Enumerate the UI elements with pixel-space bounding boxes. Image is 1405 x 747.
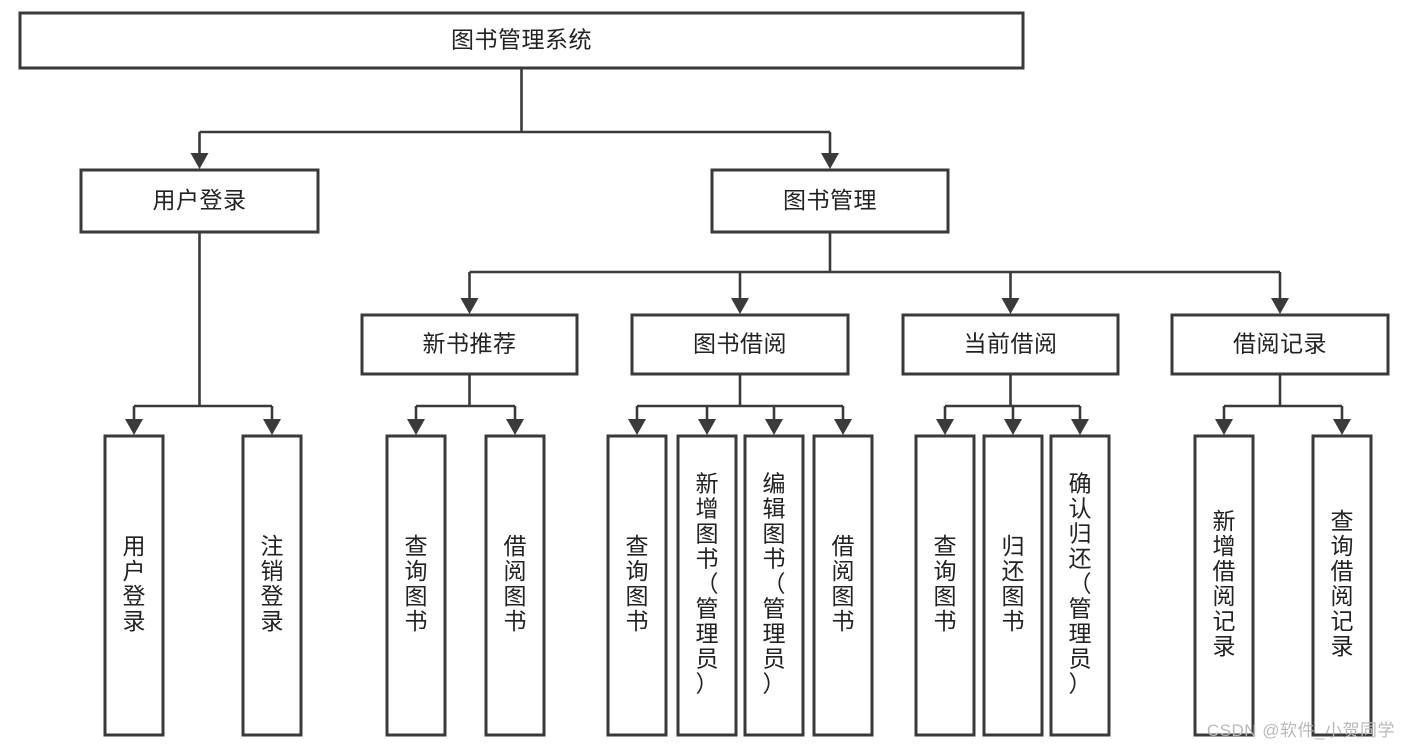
node-box[interactable] bbox=[676, 434, 738, 737]
node-box[interactable] bbox=[360, 313, 579, 376]
arrow-head-icon bbox=[1215, 419, 1233, 435]
node-box[interactable] bbox=[103, 434, 165, 737]
watermark-label: CSDN @软件_小贺同学 bbox=[1206, 721, 1395, 740]
node-label: 图书管理系统 bbox=[451, 27, 592, 53]
node-label: 当前借阅 bbox=[964, 331, 1058, 357]
node-label: 查询图书 bbox=[405, 533, 428, 634]
node-leaf8[interactable]: 借阅图书 bbox=[812, 434, 874, 737]
node-label: 借阅图书 bbox=[832, 533, 855, 634]
node-current[interactable]: 当前借阅 bbox=[901, 313, 1120, 376]
node-leaf7[interactable]: 编辑图书（管理员） bbox=[743, 434, 805, 737]
node-box[interactable] bbox=[1049, 434, 1111, 737]
node-box[interactable] bbox=[982, 434, 1044, 737]
node-label: 图书借阅 bbox=[693, 331, 787, 357]
node-label: 新增图书（管理员） bbox=[696, 471, 719, 697]
node-box[interactable] bbox=[1311, 434, 1373, 737]
arrow-head-icon bbox=[1271, 298, 1289, 314]
node-box[interactable] bbox=[812, 434, 874, 737]
arrow-head-icon bbox=[731, 298, 749, 314]
node-label: 查询借阅记录 bbox=[1331, 508, 1354, 659]
node-label: 借阅图书 bbox=[504, 533, 527, 634]
arrow-head-icon bbox=[506, 419, 524, 435]
arrow-head-icon bbox=[628, 419, 646, 435]
arrow-head-icon bbox=[765, 419, 783, 435]
node-borrow[interactable]: 图书借阅 bbox=[630, 313, 850, 376]
arrow-head-icon bbox=[1004, 419, 1022, 435]
node-newbook[interactable]: 新书推荐 bbox=[360, 313, 579, 376]
arrow-head-icon bbox=[1001, 298, 1020, 314]
node-box[interactable] bbox=[1193, 434, 1255, 737]
node-box[interactable] bbox=[630, 313, 850, 376]
node-leaf12[interactable]: 新增借阅记录 bbox=[1193, 434, 1255, 737]
node-leaf5[interactable]: 查询图书 bbox=[606, 434, 668, 737]
node-box[interactable] bbox=[18, 11, 1025, 70]
node-login[interactable]: 用户登录 bbox=[79, 168, 320, 234]
arrow-head-icon bbox=[125, 419, 143, 435]
arrow-head-icon bbox=[1071, 419, 1089, 435]
node-box[interactable] bbox=[901, 313, 1120, 376]
arrow-head-icon bbox=[1333, 419, 1351, 435]
arrow-head-icon bbox=[936, 419, 954, 435]
node-label: 借阅记录 bbox=[1233, 331, 1327, 357]
arrow-head-icon bbox=[407, 419, 425, 435]
arrow-head-icon bbox=[190, 153, 209, 169]
node-box[interactable] bbox=[241, 434, 303, 737]
arrow-head-icon bbox=[698, 419, 716, 435]
node-label: 编辑图书（管理员） bbox=[763, 471, 786, 697]
node-label: 查询图书 bbox=[626, 533, 649, 634]
arrow-head-icon bbox=[834, 419, 852, 435]
node-leaf6[interactable]: 新增图书（管理员） bbox=[676, 434, 738, 737]
node-box[interactable] bbox=[79, 168, 320, 234]
arrow-head-icon bbox=[460, 298, 479, 314]
node-box[interactable] bbox=[914, 434, 976, 737]
arrow-head-icon bbox=[263, 419, 281, 435]
node-layer: 图书管理系统用户登录图书管理新书推荐图书借阅当前借阅借阅记录用户登录注销登录查询… bbox=[18, 11, 1390, 737]
node-box[interactable] bbox=[606, 434, 668, 737]
node-label: 用户登录 bbox=[123, 533, 146, 634]
node-label: 注销登录 bbox=[261, 533, 284, 634]
node-record[interactable]: 借阅记录 bbox=[1170, 313, 1390, 376]
node-root[interactable]: 图书管理系统 bbox=[18, 11, 1025, 70]
connector-layer bbox=[125, 68, 1351, 435]
node-box[interactable] bbox=[1170, 313, 1390, 376]
node-box[interactable] bbox=[710, 168, 950, 234]
node-leaf3[interactable]: 查询图书 bbox=[385, 434, 447, 737]
node-box[interactable] bbox=[484, 434, 546, 737]
node-label: 归还图书 bbox=[1002, 533, 1025, 634]
arrow-head-icon bbox=[821, 153, 839, 169]
node-box[interactable] bbox=[743, 434, 805, 737]
node-label: 图书管理 bbox=[783, 187, 877, 213]
node-leaf11[interactable]: 确认归还（管理员） bbox=[1049, 434, 1111, 737]
node-leaf9[interactable]: 查询图书 bbox=[914, 434, 976, 737]
node-bookmgmt[interactable]: 图书管理 bbox=[710, 168, 950, 234]
node-label: 确认归还（管理员） bbox=[1069, 471, 1092, 697]
node-leaf2[interactable]: 注销登录 bbox=[241, 434, 303, 737]
node-leaf4[interactable]: 借阅图书 bbox=[484, 434, 546, 737]
node-leaf1[interactable]: 用户登录 bbox=[103, 434, 165, 737]
node-box[interactable] bbox=[385, 434, 447, 737]
node-leaf13[interactable]: 查询借阅记录 bbox=[1311, 434, 1373, 737]
node-label: 用户登录 bbox=[153, 187, 247, 213]
node-label: 查询图书 bbox=[934, 533, 957, 634]
node-label: 新书推荐 bbox=[423, 331, 517, 357]
node-leaf10[interactable]: 归还图书 bbox=[982, 434, 1044, 737]
node-label: 新增借阅记录 bbox=[1213, 508, 1236, 659]
